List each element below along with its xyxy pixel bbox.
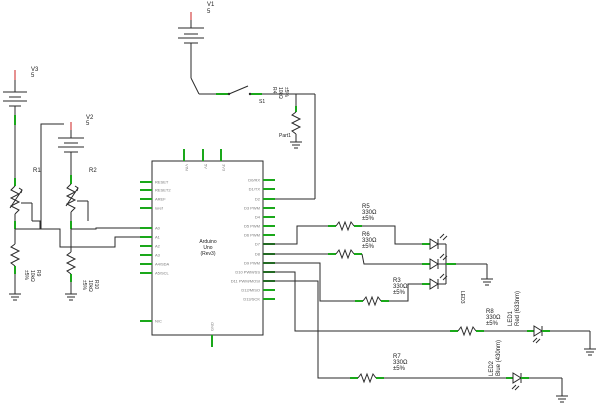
arduino-name-line3: (Rev3) [200,251,215,257]
pin-label-a5-scl: A5/SCL [155,271,170,276]
pin-label-reset2: RESET2 [155,188,171,193]
r7-value: 330Ω [393,360,408,366]
resistor-r3: R3 330Ω ±5% [355,278,424,307]
resistor-r5: R5 330Ω ±5% [328,204,424,245]
pin-label-d3-pwm: D3 PWM [244,206,260,211]
r8-label: R8 [486,309,494,315]
resistor-r9: R9 10kΩ ±5% [9,229,41,301]
pin-label-d12-miso: D12/MISO [241,288,260,293]
pin-label-d0-rx: D0/RX [248,178,260,183]
resistor-r6: R6 330Ω ±5% [328,232,424,265]
wire-r2-to-a0 [71,227,140,230]
pin-label-a0: A0 [155,226,161,231]
r3-tol: ±5% [393,290,406,296]
r6-value: 330Ω [362,238,377,244]
r5-label: R5 [362,204,370,210]
r7-tol: ±5% [393,366,406,372]
switch-s1: S1 [190,77,315,105]
r5-value: 330Ω [362,210,377,216]
v2-label: V2 [86,115,94,121]
battery-v1: V1 5 [178,2,215,78]
pin-label-3v3: 3V3 [222,164,227,172]
r9-value: 10kΩ [29,270,35,282]
led2-label: LED2 [489,360,495,376]
r10-value: 10kΩ [87,280,93,292]
wire-r1-to-a1 [32,220,140,248]
resistor-r8: R8 330Ω ±5% [450,309,527,337]
pin-label-d5-pwm: D5 PWM [244,224,260,229]
led3-label: LED3 [459,291,465,304]
r6-label: R6 [362,232,370,238]
r9-label: R9 [35,270,41,277]
resistor-r4: R4 10kΩ ±5% Part1 [271,87,302,149]
r8-tol: ±5% [486,321,499,327]
arduino-name-line1: Arduino [199,239,216,245]
wire-d7-to-r5 [263,225,330,245]
battery-v2: V2 5 [58,115,94,175]
pin-label-n-c: N/C [155,319,162,324]
pin-label-d11-pwm-mosi: D11 PWM/MOSI [231,279,260,284]
pin-label-d8: D8 [255,252,261,257]
r4-label: R4 [271,87,277,94]
pin-label-aref: AREF [155,197,166,202]
r5-tol: ±5% [362,216,375,222]
r1-label: R1 [33,168,41,174]
led3: LED3 [422,233,493,304]
led2: LED2 Blue (430nm) [489,340,568,403]
pin-label-gnd: GND [210,322,215,331]
r2-label: R2 [89,168,97,174]
resistor-r7: R7 330Ω ±5% [350,354,512,384]
part1-label: Part1 [279,133,291,139]
wire-d9-to-r3 [263,262,363,302]
pin-label-d9-pwm: D9 PWM [244,261,260,266]
r10-tol: ±5% [81,280,87,291]
pin-label-reset: RESET [155,180,169,185]
pin-label-d7: D7 [255,242,261,247]
led1-desc: Red (633nm) [515,291,521,326]
v2-value: 5 [86,121,90,127]
potentiometer-r1: R1 [9,125,41,229]
r7-label: R7 [393,354,401,360]
r3-value: 330Ω [393,284,408,290]
pin-label-d1-tx: D1/TX [249,187,261,192]
resistor-r10: R10 10kΩ ±5% [65,229,99,301]
potentiometer-r2: R2 [65,168,97,229]
pin-label-d4: D4 [255,215,261,220]
r10-label: R10 [93,280,99,289]
pin-label-a1: A1 [155,235,161,240]
pin-label-d10-pwm-ss: D10 PWM/SS [235,270,260,275]
r3-label: R3 [393,278,401,284]
r4-value: 10kΩ [277,87,283,99]
pin-label-a3: A3 [155,253,161,258]
led2-desc: Blue (430nm) [496,340,502,376]
pin-label-a4-sda: A4/SDA [155,262,170,267]
r8-value: 330Ω [486,315,501,321]
r6-tol: ±5% [362,244,375,250]
s1-label: S1 [259,99,265,105]
wire-r1-up [40,123,64,229]
pin-label-d13-sck: D13/SCK [243,297,260,302]
pin-label-vin: VIN [185,164,190,171]
pin-label-d2: D2 [255,197,261,202]
wire-d11-to-r7 [263,280,357,379]
v1-value: 5 [207,9,211,15]
pin-label-5v: 5V [204,164,209,169]
led1-label: LED1 [508,310,514,326]
battery-v3: V3 5 [3,67,39,125]
v3-label: V3 [31,67,39,73]
pin-label-d6-pwm: D6 PWM [244,233,260,238]
pin-label-a2: A2 [155,244,161,249]
pin-label-ioref: ioref [155,206,164,211]
r4-tol: ±5% [283,87,289,98]
v1-label: V1 [207,2,215,8]
arduino-name-line2: Uno [203,245,212,251]
led1: LED1 Red (633nm) [508,291,596,356]
r9-tol: ±5% [23,270,29,281]
v3-value: 5 [31,73,35,79]
wire-d10-to-r8 [263,271,455,332]
